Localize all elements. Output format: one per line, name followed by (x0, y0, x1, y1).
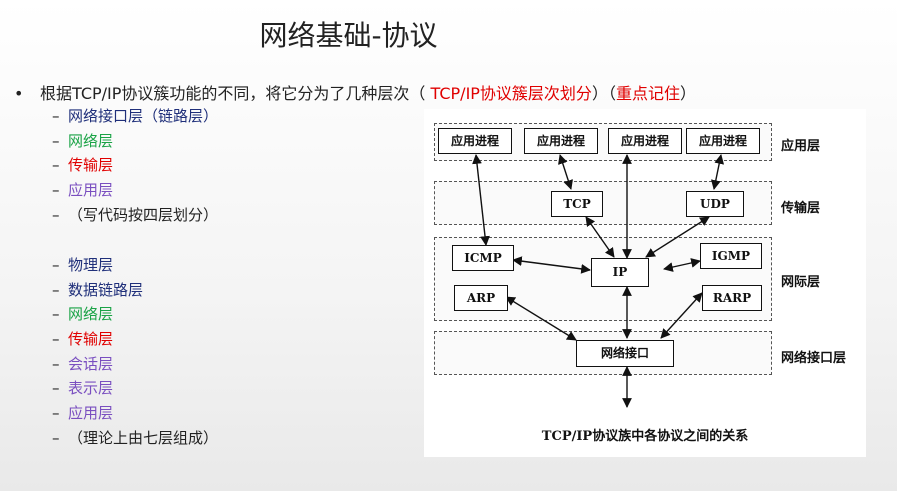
tcp-box: TCP (551, 191, 603, 217)
icmp-box: ICMP (452, 245, 514, 271)
main-bullet: • 根据TCP/IP协议簇功能的不同，将它分为了几种层次（ TCP/IP协议簇层次… (14, 80, 696, 104)
list-dash: – (52, 305, 60, 324)
arrow-arp-netif (505, 296, 577, 341)
list-dash: – (52, 404, 60, 423)
arrow-rarp-netif (660, 292, 703, 339)
osi-layer-item: –会话层 (52, 352, 218, 377)
protocol-diagram: 应用层 传输层 网际层 网络接口层 应用进程 应用进程 应用进程 应用进程 TC… (424, 109, 866, 457)
list-dash: – (52, 181, 60, 200)
tcpip-layer-item: –传输层 (52, 153, 218, 178)
osi-layer-item-text: 会话层 (68, 354, 114, 373)
osi-layer-item: –数据链路层 (52, 278, 218, 303)
layer-label-transport: 传输层 (781, 201, 821, 216)
app-process-box-2: 应用进程 (524, 128, 598, 154)
osi-layer-list: –物理层–数据链路层–网络层–传输层–会话层–表示层–应用层–（理论上由七层组成… (52, 253, 218, 451)
udp-box: UDP (686, 191, 744, 217)
list-dash: – (52, 354, 60, 373)
tcpip-layer-item-text: 应用层 (68, 181, 114, 200)
list-dash: – (52, 107, 60, 125)
list-dash: – (52, 379, 60, 398)
tcpip-layer-item-text: 网络接口层（链路层） (68, 107, 219, 125)
layer-label-network: 网际层 (781, 275, 821, 290)
igmp-box: IGMP (700, 243, 762, 269)
osi-layer-item: –表示层 (52, 376, 218, 401)
tcpip-layer-item-text: 传输层 (68, 156, 114, 175)
list-dash: – (52, 280, 60, 299)
arrow-igmp-ip (663, 258, 701, 272)
osi-layer-item-text: 表示层 (68, 379, 114, 398)
osi-layer-item-text: （理论上由七层组成） (68, 428, 219, 447)
osi-layer-item: –网络层 (52, 302, 218, 327)
bullet-end: ） (679, 84, 696, 103)
list-dash: – (52, 156, 60, 175)
layer-label-link: 网络接口层 (781, 351, 847, 366)
rarp-box: RARP (702, 285, 762, 311)
slide-title: 网络基础-协议 (259, 19, 438, 52)
osi-layer-item: –（理论上由七层组成） (52, 426, 218, 451)
tcpip-layer-item-text: 网络层 (68, 131, 114, 150)
bullet-marker: • (14, 84, 24, 103)
arrow-app1-icmp (472, 154, 490, 246)
tcpip-layer-list: –网络接口层（链路层）–网络层–传输层–应用层–（写代码按四层划分） (52, 104, 218, 227)
tcpip-layer-item: –网络接口层（链路层） (52, 104, 218, 129)
network-interface-box: 网络接口 (576, 340, 674, 367)
arrow-icmp-ip (512, 256, 591, 274)
bullet-text: 根据TCP/IP协议簇功能的不同，将它分为了几种层次（ (40, 84, 431, 103)
app-process-box-4: 应用进程 (686, 128, 760, 154)
osi-layer-item: –应用层 (52, 401, 218, 426)
tcpip-layer-item: –（写代码按四层划分） (52, 203, 218, 228)
diagram-caption: TCP/IP协议族中各协议之间的关系 (541, 429, 749, 444)
arrow-udp-ip (645, 216, 710, 258)
osi-layer-item-text: 物理层 (68, 256, 114, 274)
osi-layer-item-text: 应用层 (68, 404, 114, 423)
list-dash: – (52, 205, 60, 224)
bullet-middle: ）（ (591, 84, 616, 103)
layer-label-application: 应用层 (781, 139, 821, 154)
ip-box: IP (591, 258, 649, 287)
bullet-highlight-remember: 重点记住 (615, 84, 680, 103)
diagram-arrows (472, 154, 725, 408)
osi-layer-item-text: 传输层 (68, 330, 114, 349)
osi-layer-item-text: 网络层 (68, 305, 114, 324)
bullet-highlight-division: TCP/IP协议簇层次划分 (430, 84, 592, 103)
list-dash: – (52, 131, 60, 150)
arrow-tcp-ip (585, 216, 615, 258)
osi-layer-item: –物理层 (52, 253, 218, 278)
list-dash: – (52, 428, 60, 447)
list-dash: – (52, 256, 60, 274)
app-process-box-3: 应用进程 (608, 128, 682, 154)
tcpip-layer-item-text: （写代码按四层划分） (68, 205, 219, 224)
tcpip-layer-item: –应用层 (52, 178, 218, 203)
tcpip-layer-item: –网络层 (52, 129, 218, 154)
app-process-box-1: 应用进程 (438, 128, 512, 154)
osi-layer-item-text: 数据链路层 (68, 280, 144, 299)
arp-box: ARP (454, 285, 508, 311)
arrow-app4-udp (710, 154, 725, 190)
list-dash: – (52, 330, 60, 349)
osi-layer-item: –传输层 (52, 327, 218, 352)
arrow-app2-tcp (558, 154, 573, 190)
